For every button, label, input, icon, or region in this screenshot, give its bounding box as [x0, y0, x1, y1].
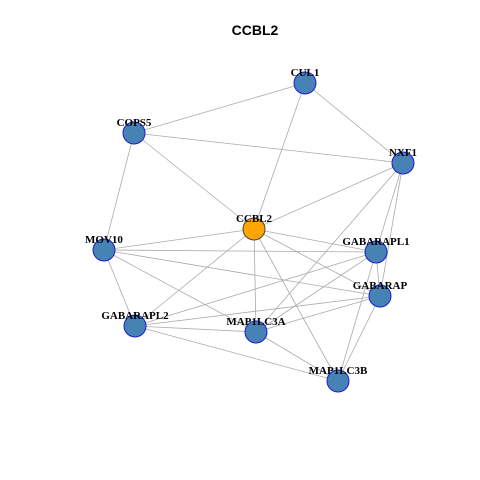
edge-ccbl2-cops5	[133, 132, 255, 230]
edge-layer	[103, 82, 404, 382]
node-mov10	[92, 238, 116, 262]
node-label-mov10: MOV10	[85, 234, 123, 246]
edge-nxf1-map1lc3a	[255, 162, 404, 333]
node-ccbl2	[242, 217, 266, 241]
edge-gabarapl2-map1lc3b	[134, 325, 339, 382]
node-gabarap	[368, 284, 392, 308]
edge-nxf1-gabarap	[379, 162, 404, 297]
edge-cops5-nxf1	[133, 132, 404, 164]
edge-gabarapl2-map1lc3a	[134, 325, 257, 333]
edge-cul1-nxf1	[304, 82, 404, 164]
node-label-map1lc3a: MAP1LC3A	[226, 316, 285, 328]
node-label-cops5: COPS5	[117, 117, 152, 129]
diagram-title: CCBL2	[232, 22, 279, 38]
node-label-nxf1: NXF1	[389, 147, 417, 159]
edge-gabarap-map1lc3b	[337, 295, 381, 382]
edge-mov10-map1lc3a	[103, 249, 257, 333]
edge-gabarapl1-gabarapl2	[134, 251, 377, 327]
edge-map1lc3a-map1lc3b	[255, 331, 339, 382]
node-map1lc3a	[244, 320, 268, 344]
edge-ccbl2-gabarapl2	[134, 228, 255, 327]
node-label-ccbl2: CCBL2	[236, 213, 273, 225]
node-label-gabarapl2: GABARAPL2	[101, 310, 169, 322]
edge-ccbl2-gabarapl1	[253, 228, 377, 253]
node-cops5	[122, 121, 146, 145]
edge-ccbl2-map1lc3a	[253, 228, 257, 333]
edge-ccbl2-mov10	[103, 228, 255, 251]
edge-ccbl2-gabarap	[253, 228, 381, 297]
node-nxf1	[391, 151, 415, 175]
edge-gabarapl1-map1lc3b	[337, 251, 377, 382]
edge-cops5-mov10	[103, 132, 135, 251]
edge-mov10-gabarap	[103, 249, 381, 297]
node-label-gabarapl1: GABARAPL1	[342, 236, 409, 248]
node-label-gabarap: GABARAP	[353, 280, 408, 292]
edge-gabarap-map1lc3a	[255, 295, 381, 333]
edge-ccbl2-cul1	[253, 82, 306, 230]
node-gabarapl2	[123, 314, 147, 338]
node-map1lc3b	[326, 369, 350, 393]
node-label-cul1: CUL1	[291, 67, 320, 79]
edge-cul1-cops5	[133, 82, 306, 134]
node-label-map1lc3b: MAP1LC3B	[309, 365, 368, 377]
edge-mov10-gabarapl2	[103, 249, 136, 327]
edge-mov10-gabarapl1	[103, 249, 377, 253]
edge-gabarapl1-map1lc3a	[255, 251, 377, 333]
edge-ccbl2-nxf1	[253, 162, 404, 230]
edge-nxf1-gabarapl1	[375, 162, 404, 253]
edge-gabarap-gabarapl2	[134, 295, 381, 327]
node-cul1	[293, 71, 317, 95]
node-layer	[92, 71, 415, 393]
node-gabarapl1	[364, 240, 388, 264]
